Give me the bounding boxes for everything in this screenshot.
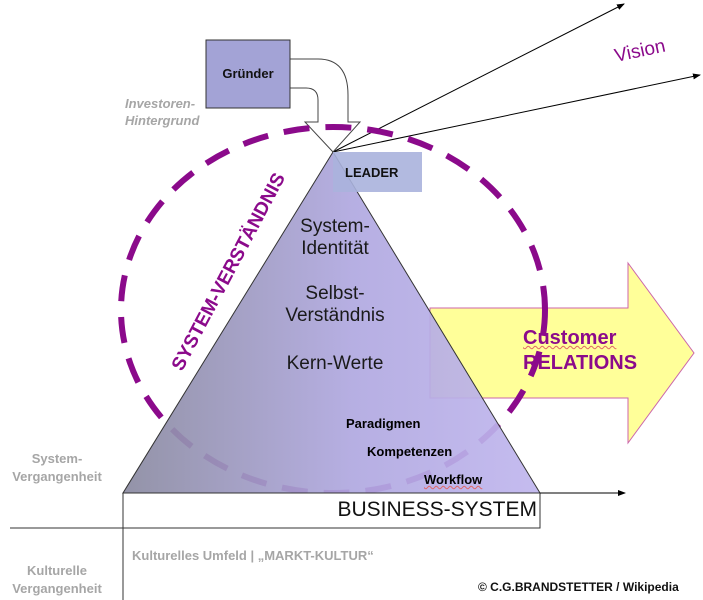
cultural-environment-label: Kulturelles Umfeld | „MARKT-KULTUR“ xyxy=(132,548,374,563)
cultural-past-line1: Kulturelle xyxy=(27,563,87,578)
founder-label: Gründer xyxy=(222,66,274,81)
pyramid-level-core-values: Kern-Werte xyxy=(255,353,415,375)
pyramid-level-self-understanding: Selbst- Verständnis xyxy=(255,283,415,327)
business-system-box xyxy=(122,492,541,529)
self-understanding-line2: Verständnis xyxy=(285,305,385,326)
identity-line2: Identität xyxy=(301,238,369,259)
sub-item-workflow: Workflow xyxy=(424,472,483,487)
core-values-line1: Kern-Werte xyxy=(286,353,384,374)
relations-label: RELATIONS xyxy=(523,352,638,374)
founder-curved-arrow xyxy=(290,58,362,153)
copyright-label: © C.G.BRANDSTETTER / Wikipedia xyxy=(478,580,679,594)
system-past-line2: Vergangenheit xyxy=(12,469,102,484)
investor-background-label: Investoren- Hintergrund xyxy=(125,95,199,129)
founder-box xyxy=(205,39,291,109)
cultural-past-label: Kulturelle Vergangenheit xyxy=(2,562,112,598)
identity-line1: System- xyxy=(300,216,370,237)
pyramid-level-identity: System- Identität xyxy=(255,216,415,260)
investor-background-line1: Investoren- xyxy=(125,96,196,111)
leader-box xyxy=(333,152,422,192)
investor-background-line2: Hintergrund xyxy=(125,113,200,128)
sub-item-paradigms: Paradigmen xyxy=(346,416,421,431)
leader-label: LEADER xyxy=(345,165,399,180)
customer-label: Customer xyxy=(523,327,617,349)
vision-arrow-lower xyxy=(332,73,701,153)
vision-arrow-upper xyxy=(332,3,625,153)
sub-item-competencies: Kompetenzen xyxy=(367,444,453,459)
system-past-label: System- Vergangenheit xyxy=(2,450,112,486)
business-system-label: BUSINESS-SYSTEM xyxy=(337,498,537,521)
customer-relations-label: Customer RELATIONS xyxy=(523,326,637,376)
vision-label: Vision xyxy=(613,36,668,67)
self-understanding-line1: Selbst- xyxy=(305,283,365,304)
cultural-past-line2: Vergangenheit xyxy=(12,581,102,596)
system-past-line1: System- xyxy=(31,451,83,466)
